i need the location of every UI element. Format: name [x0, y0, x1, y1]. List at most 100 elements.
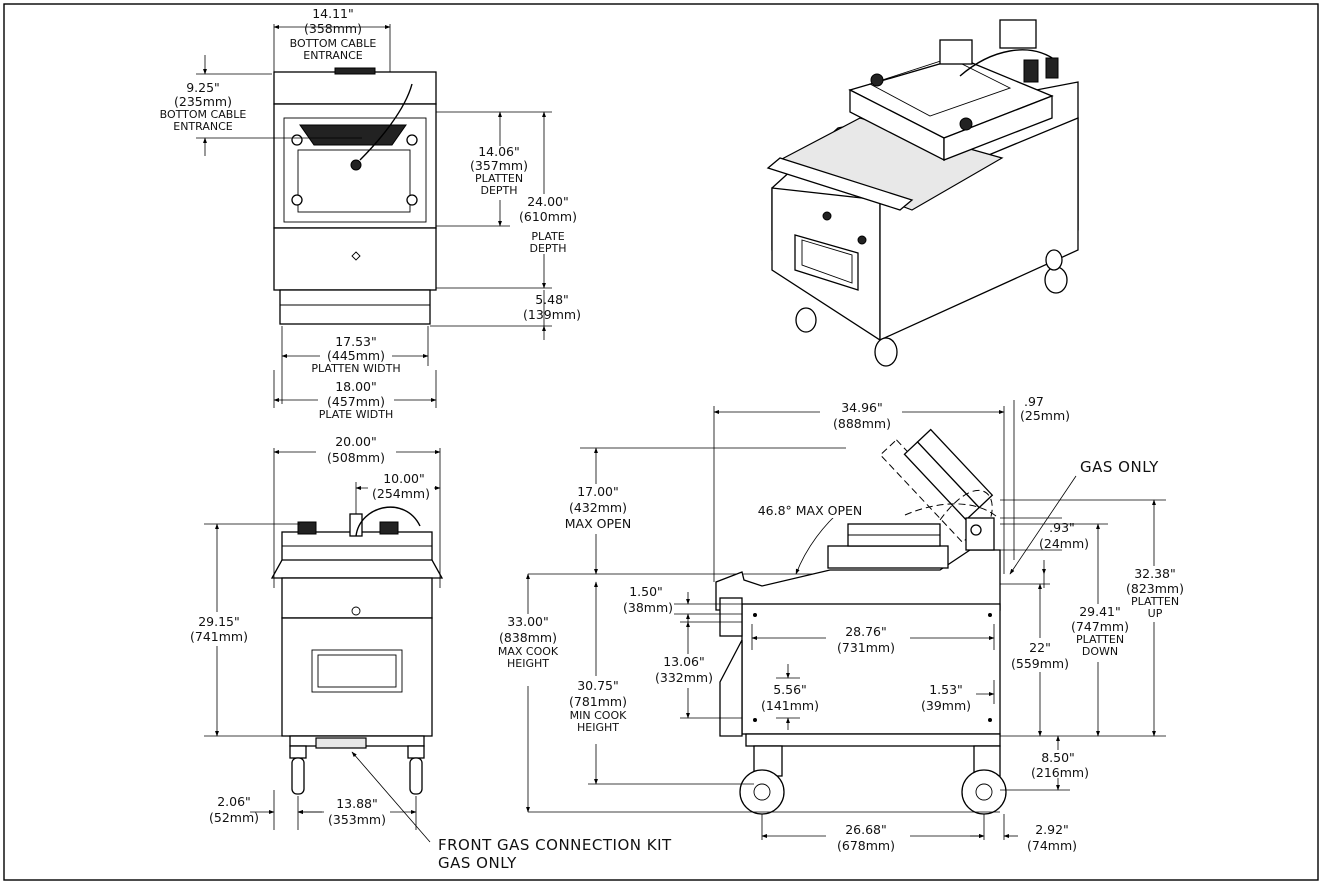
leg-height-mm: (216mm): [1031, 765, 1089, 780]
gas-kit-leader: [351, 751, 431, 843]
max-open-value: 17.00": [577, 484, 619, 499]
top-offset-mm: (38mm): [623, 600, 673, 615]
front-gas-hose: [355, 506, 421, 537]
front-platten: [281, 531, 433, 563]
platten-up-mm: (823mm): [1126, 581, 1184, 596]
plate-width-note: PLATE WIDTH: [319, 408, 393, 421]
platten-down-value: 29.41": [1079, 604, 1121, 619]
max-cook-value: 33.00": [507, 614, 549, 629]
side-view: 34.96" (888mm) .97 (25mm) GAS ONLY 17.00…: [496, 394, 1190, 854]
top-view-rear-housing: [273, 71, 437, 105]
gas-kit-note2: GAS ONLY: [438, 854, 517, 872]
top-view-bolt: [406, 134, 418, 146]
max-open-note: MAX OPEN: [565, 516, 632, 531]
isometric-view: [766, 19, 1079, 367]
top-view-platten: [283, 117, 427, 223]
front-display: [311, 649, 403, 693]
front-left-caster: [291, 757, 305, 795]
plate-width-value: 18.00": [335, 379, 377, 394]
rear-offset-mm: (25mm): [1020, 408, 1070, 423]
bottom-cable-width-note: BOTTOM CABLE: [290, 37, 377, 50]
body-width-mm: (731mm): [837, 640, 895, 655]
platten-depth-note2: DEPTH: [480, 184, 517, 197]
rear-offset-value: .97: [1024, 394, 1044, 409]
iso-platten-handle: [868, 57, 1012, 117]
counter-height-value: 22": [1029, 640, 1051, 655]
side-platten-down: [827, 545, 949, 569]
iso-front-rail: [766, 157, 914, 211]
platten-up-note2: UP: [1148, 607, 1163, 620]
wheelbase-value: 26.68": [845, 822, 887, 837]
bottom-cable-width-value: 14.11": [312, 6, 354, 21]
rear-caster-value: 2.92": [1035, 822, 1069, 837]
max-cook-note: MAX COOK: [498, 645, 559, 658]
plate-depth-note: PLATE: [531, 230, 564, 243]
bottom-cable-width-note2: ENTRANCE: [303, 49, 363, 62]
rear-caster-mm: (74mm): [1027, 838, 1077, 853]
top-view-plate: [297, 149, 411, 213]
bottom-cable-depth-note: BOTTOM CABLE: [160, 108, 247, 121]
max-cook-note2: HEIGHT: [507, 657, 549, 670]
gas-only-leader: [1009, 475, 1077, 575]
caster-spacing-value: 13.88": [336, 796, 378, 811]
gas-only-label: GAS ONLY: [1080, 458, 1159, 476]
platten-up-value: 32.38": [1134, 566, 1176, 581]
gas-kit-note: FRONT GAS CONNECTION KIT: [438, 836, 672, 854]
max-open-angle-label: 46.8° MAX OPEN: [758, 503, 863, 518]
min-cook-value: 30.75": [577, 678, 619, 693]
top-view-hose-fitting: [350, 159, 362, 171]
plate-depth-note2: DEPTH: [529, 242, 566, 255]
side-hinge: [965, 517, 995, 551]
platten-down-note: PLATTEN: [1076, 633, 1124, 646]
platten-down-note2: DOWN: [1082, 645, 1118, 658]
gas-offset-value: 10.00": [383, 471, 425, 486]
front-height-value: 29.15": [198, 614, 240, 629]
front-upper-cabinet: [281, 577, 433, 619]
top-view-gas-hose: [359, 83, 413, 161]
rear-gap-value: .93": [1049, 520, 1075, 535]
caster-inset-mm: (52mm): [209, 810, 259, 825]
caster-spacing-mm: (353mm): [328, 812, 386, 827]
platten-width-mm: (445mm): [327, 348, 385, 363]
platten-width-note: PLATTEN WIDTH: [311, 362, 400, 375]
min-cook-note2: HEIGHT: [577, 721, 619, 734]
platten-width-value: 17.53": [335, 334, 377, 349]
plate-depth-value: 24.00": [527, 194, 569, 209]
overall-width-value: 20.00": [335, 434, 377, 449]
top-view-knob: [351, 251, 361, 261]
front-plate: [270, 559, 444, 579]
side-inset-mm: (39mm): [921, 698, 971, 713]
overall-depth-value: 34.96": [841, 400, 883, 415]
iso-gas-hose: [959, 49, 1059, 77]
side-inset-value: 1.53": [929, 682, 963, 697]
gas-offset-mm: (254mm): [372, 486, 430, 501]
counter-height-mm: (559mm): [1011, 656, 1069, 671]
iso-caster: [795, 307, 817, 333]
front-height-mm: (741mm): [190, 629, 248, 644]
bottom-cable-depth-mm: (235mm): [174, 94, 232, 109]
panel-height-mm: (332mm): [655, 670, 713, 685]
max-open-mm: (432mm): [569, 500, 627, 515]
front-right-caster: [409, 757, 423, 795]
iso-caster: [874, 337, 898, 367]
top-view-bolt: [291, 194, 303, 206]
bottom-cable-depth-value: 9.25": [186, 80, 220, 95]
front-lower-cabinet: [281, 617, 433, 737]
top-offset-value: 1.50": [629, 584, 663, 599]
plate-width-mm: (457mm): [327, 394, 385, 409]
iso-side-face: [879, 117, 1079, 342]
lower-offset-mm: (141mm): [761, 698, 819, 713]
bottom-cable-depth-note2: ENTRANCE: [173, 120, 233, 133]
platten-depth-note: PLATTEN: [475, 172, 523, 185]
body-width-value: 28.76": [845, 624, 887, 639]
min-cook-note: MIN COOK: [570, 709, 627, 722]
overall-depth-mm: (888mm): [833, 416, 891, 431]
side-front-caster: [739, 769, 785, 815]
iso-caster: [1044, 266, 1068, 294]
caster-inset-value: 2.06": [217, 794, 251, 809]
top-view-bolt: [406, 194, 418, 206]
side-rear-caster: [961, 769, 1007, 815]
top-view-handle-bar: [299, 124, 407, 146]
top-view: 14.11" (358mm) BOTTOM CABLE ENTRANCE 9.2…: [160, 6, 581, 421]
